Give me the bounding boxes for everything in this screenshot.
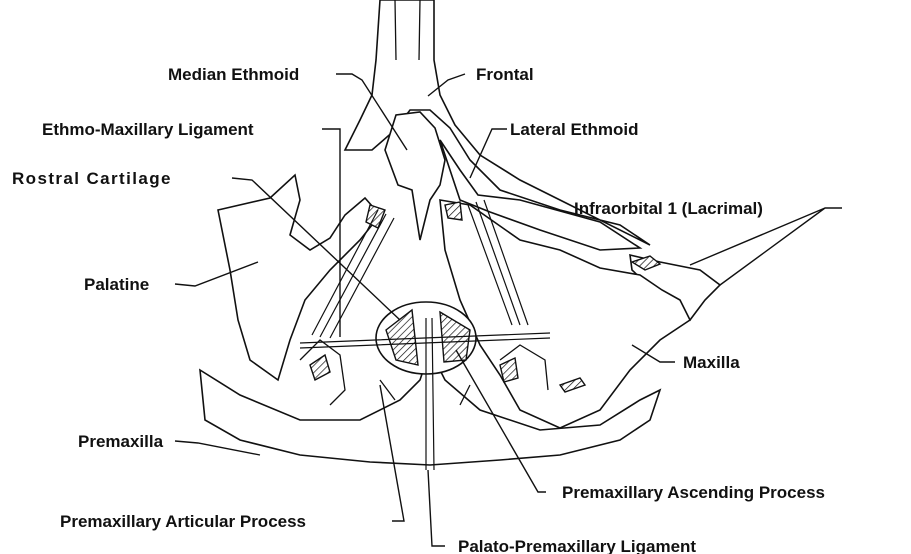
- label-palatine: Palatine: [84, 275, 149, 294]
- leader-palato-premaxillary: [428, 470, 445, 546]
- label-lateral-ethmoid: Lateral Ethmoid: [510, 120, 638, 139]
- label-premaxillary-ascending-process: Premaxillary Ascending Process: [562, 483, 825, 502]
- label-ethmo-maxillary-ligament: Ethmo-Maxillary Ligament: [42, 120, 254, 139]
- label-maxilla: Maxilla: [683, 353, 740, 372]
- label-infraorbital-1: Infraorbital 1 (Lacrimal): [574, 199, 763, 218]
- label-rostral-cartilage: Rostral Cartilage: [12, 169, 172, 188]
- leader-premaxilla: [175, 441, 260, 455]
- leader-infraorbital: [690, 208, 842, 285]
- label-median-ethmoid: Median Ethmoid: [168, 65, 299, 84]
- median-ethmoid-bone: [385, 112, 445, 240]
- label-frontal: Frontal: [476, 65, 534, 84]
- label-premaxilla: Premaxilla: [78, 432, 164, 451]
- label-premaxillary-articular-process: Premaxillary Articular Process: [60, 512, 306, 531]
- palatine-bone: [218, 175, 385, 380]
- label-palato-premaxillary-ligament: Palato-Premaxillary Ligament: [458, 537, 696, 554]
